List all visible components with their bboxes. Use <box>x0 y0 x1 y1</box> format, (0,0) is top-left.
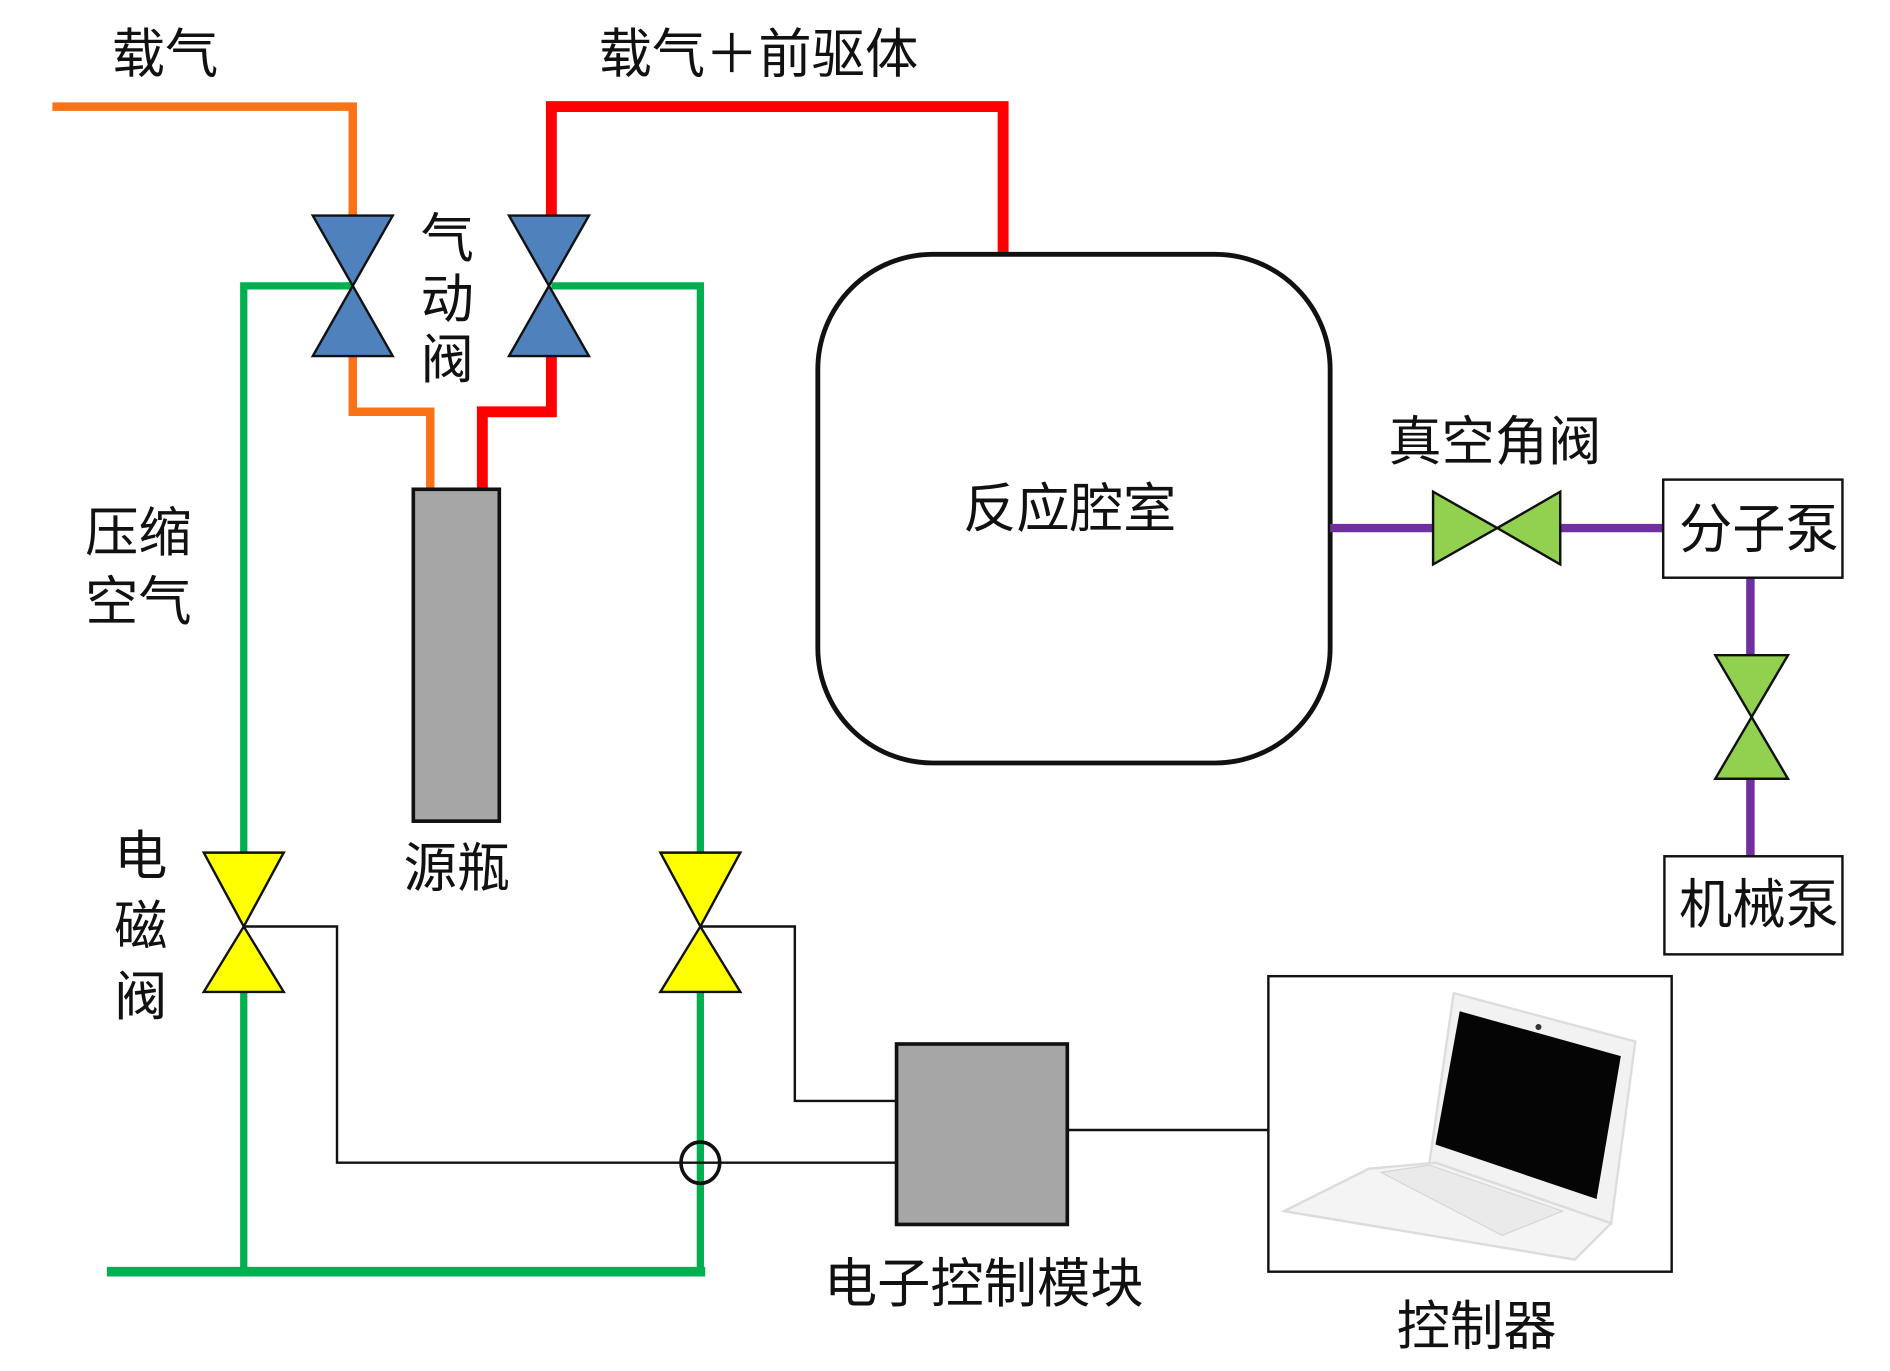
mechanical-pump-box <box>1663 855 1844 956</box>
air-line-left <box>240 282 353 854</box>
solenoid-valve-right <box>658 851 743 994</box>
electronic-control-module <box>894 1042 1070 1227</box>
foreline-valve <box>1713 654 1791 780</box>
reaction-chamber <box>815 251 1333 766</box>
label-mechanical-pump: 机械泵 <box>1679 874 1839 936</box>
bottle-to-valve-line <box>476 353 557 491</box>
carrier-gas-to-bottle-line <box>348 353 435 491</box>
molecular-pump-box <box>1661 478 1844 579</box>
label-solenoid-valve-2: 磁 <box>114 896 167 958</box>
laptop-icon <box>1280 991 1637 1261</box>
label-molecular-pump: 分子泵 <box>1679 498 1839 560</box>
label-compressed-air-1: 压缩 <box>85 502 192 564</box>
vacuum-angle-valve <box>1431 489 1562 567</box>
label-vacuum-angle-valve: 真空角阀 <box>1388 411 1601 473</box>
label-electronic-control-module: 电子控制模块 <box>824 1253 1144 1315</box>
label-source-bottle: 源瓶 <box>404 838 511 900</box>
label-carrier-gas: 载气 <box>112 24 219 86</box>
wire-left-valve <box>243 925 897 1164</box>
label-solenoid-valve-1: 电 <box>114 825 167 887</box>
precursor-line <box>545 101 1009 257</box>
source-bottle <box>411 487 502 823</box>
label-solenoid-valve-3: 阀 <box>114 966 167 1028</box>
label-pneumatic-valve-2: 动 <box>421 268 474 330</box>
label-reaction-chamber: 反应腔室 <box>963 478 1176 540</box>
label-controller: 控制器 <box>1397 1295 1557 1357</box>
label-pneumatic-valve-1: 气 <box>421 208 474 270</box>
label-compressed-air-2: 空气 <box>85 571 192 633</box>
air-line-right <box>551 282 704 854</box>
pneumatic-valve-left <box>310 214 395 358</box>
carrier-gas-line <box>52 102 357 219</box>
wire-right-valve <box>700 925 897 1103</box>
wire-crossover-marker <box>679 1140 722 1186</box>
pneumatic-valve-right <box>506 214 592 358</box>
solenoid-valve-left <box>201 851 286 994</box>
label-carrier-precursor: 载气＋前驱体 <box>599 24 919 86</box>
label-pneumatic-valve-3: 阀 <box>421 329 474 391</box>
